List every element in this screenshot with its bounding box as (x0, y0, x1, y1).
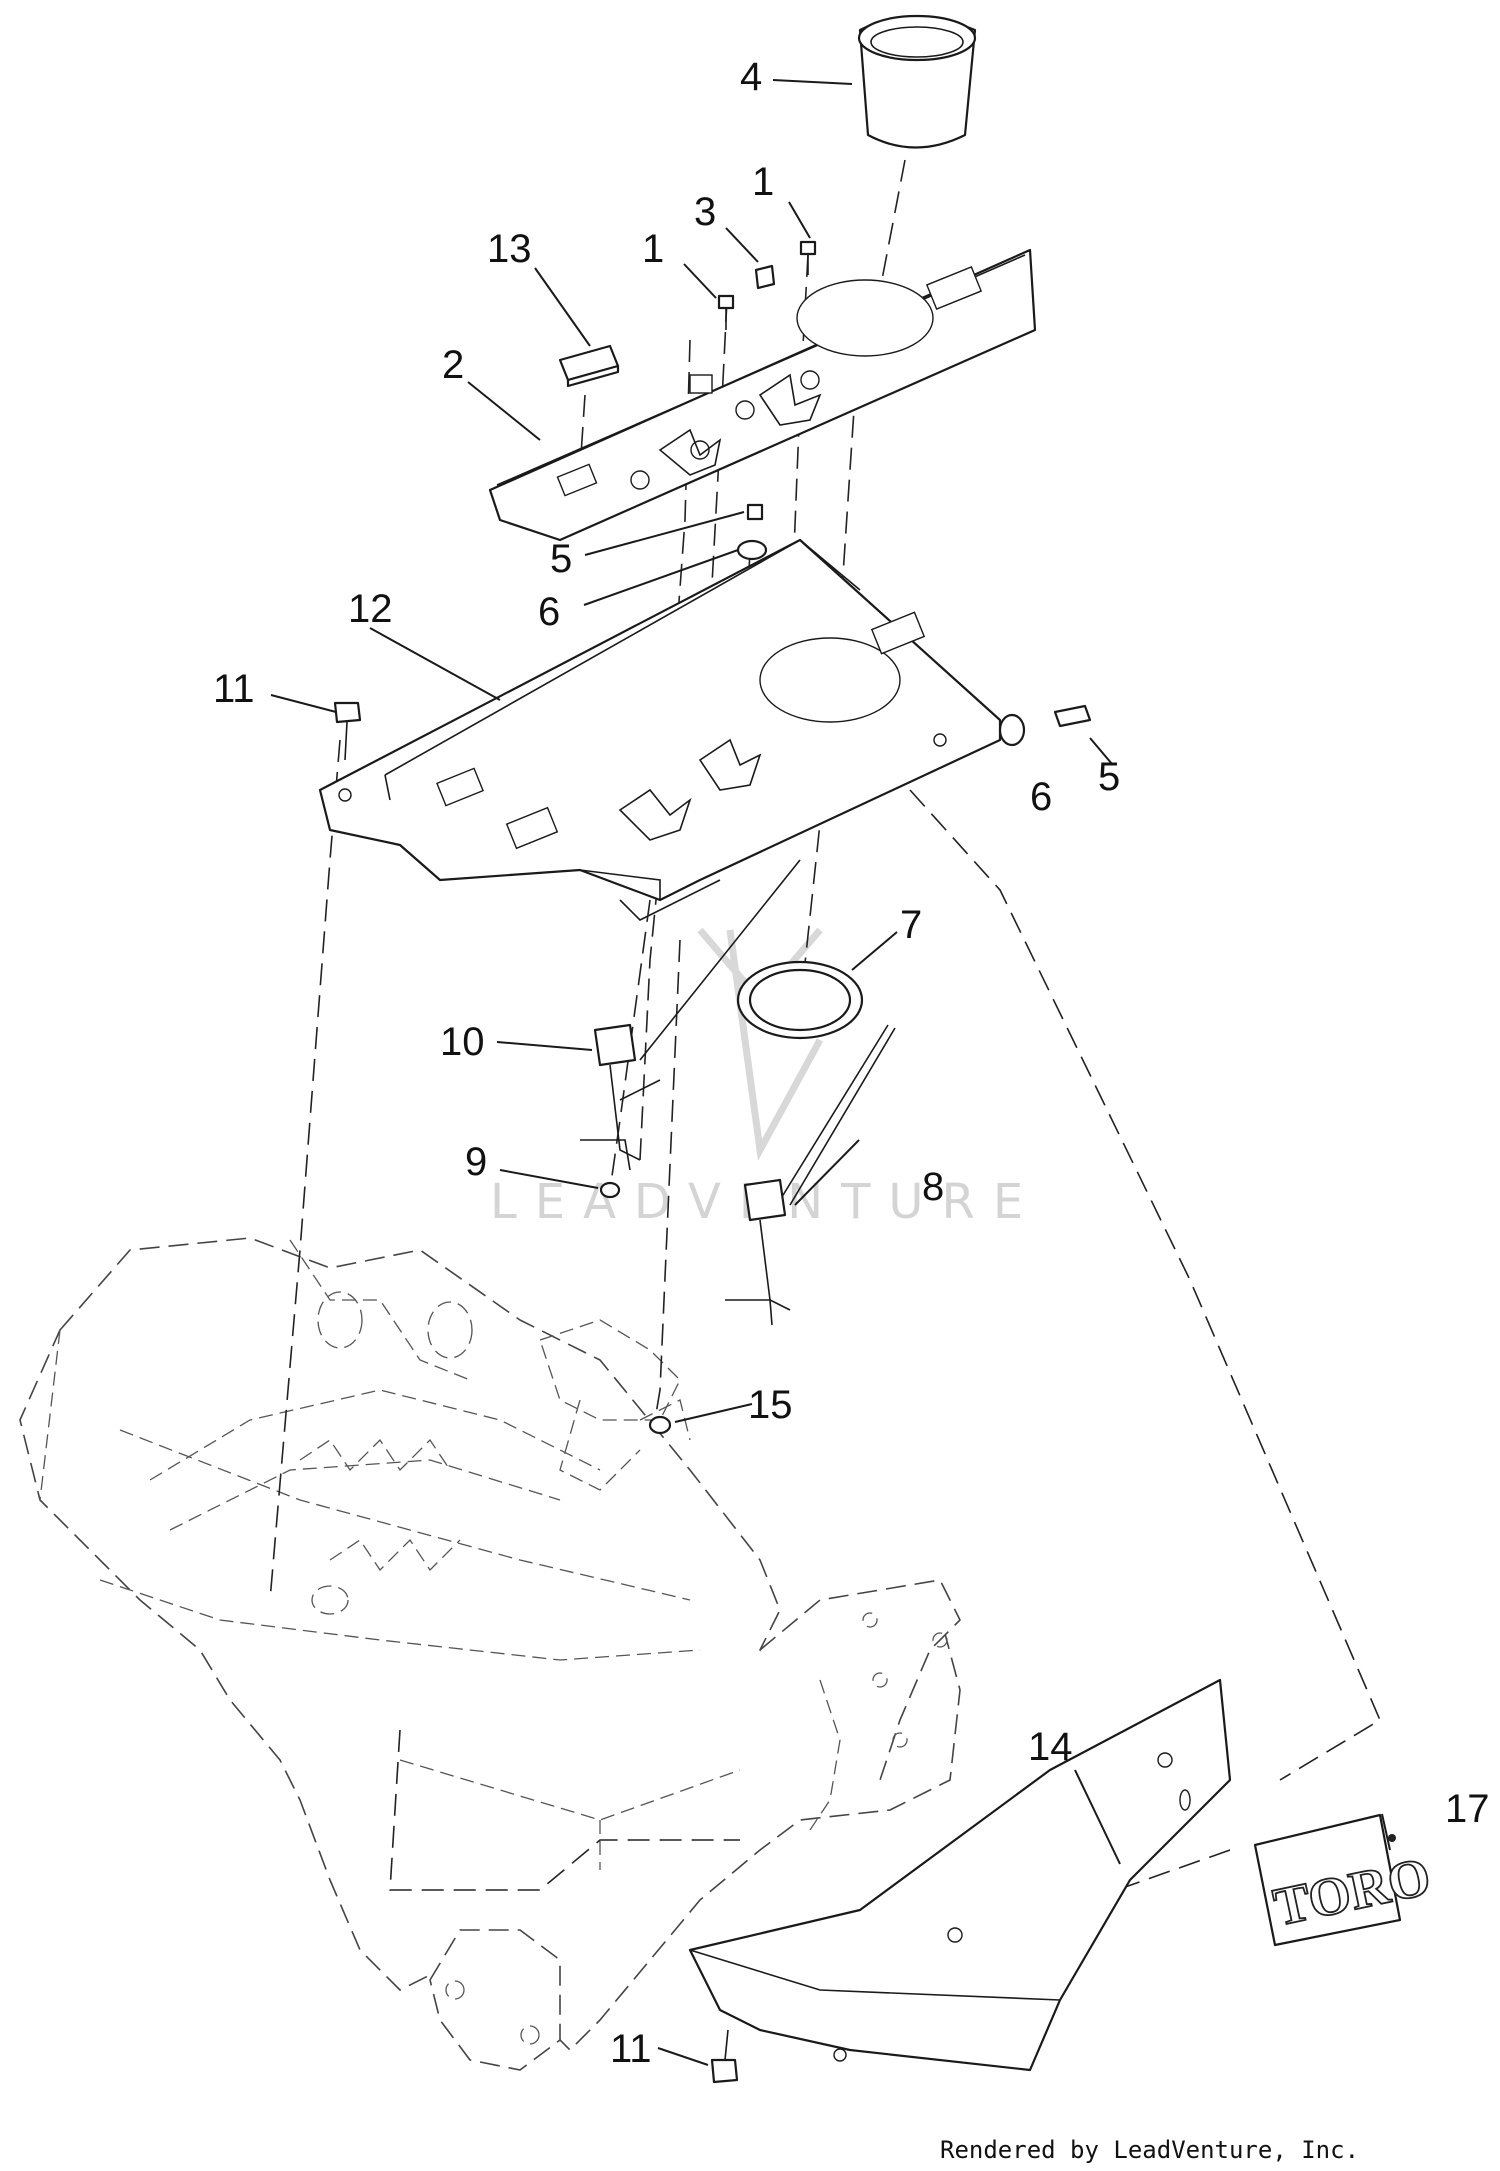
callout-leaders (270, 79, 1391, 2066)
callout-10: 10 (440, 1020, 485, 1064)
callout-12: 12 (348, 587, 393, 631)
nut-15 (648, 1415, 672, 1435)
frame-ghost (19, 1237, 961, 2071)
callout-11-bottom: 11 (610, 2027, 652, 2071)
screw-5-top (746, 503, 764, 521)
callout-9: 9 (465, 1140, 487, 1184)
switch-10 (580, 859, 801, 1171)
callout-3: 3 (694, 190, 716, 234)
callout-8: 8 (922, 1165, 944, 1209)
side-fasteners (998, 704, 1092, 747)
callout-11-top: 11 (213, 667, 255, 711)
callout-15: 15 (748, 1383, 793, 1427)
callout-1-left: 1 (642, 227, 664, 271)
assembly-lines (269, 159, 1382, 1911)
render-credit: Rendered by LeadVenture, Inc. (940, 2136, 1360, 2164)
screw-1-left (717, 294, 735, 310)
switch-plug (558, 344, 620, 388)
washer-6-side (998, 713, 1026, 747)
screw-5-side (1053, 704, 1092, 728)
screw-3 (754, 264, 776, 290)
callout-1-right: 1 (752, 160, 774, 204)
callout-17: 17 (1445, 1787, 1490, 1831)
washer-6-top (736, 539, 768, 561)
callout-7: 7 (900, 903, 922, 947)
callout-4: 4 (740, 55, 762, 99)
toro-logo-decal: TORO (1253, 1813, 1436, 1947)
callout-14: 14 (1028, 1725, 1073, 1769)
callout-2: 2 (442, 343, 464, 387)
cup-holder (857, 14, 977, 149)
callout-6-top: 6 (538, 590, 560, 634)
bolt-11-top (333, 701, 362, 761)
screw-1-right (799, 240, 817, 256)
bolt-11-bottom (710, 2029, 739, 2084)
top-fasteners (717, 240, 817, 561)
control-panel (318, 538, 1002, 921)
callout-numbers: 4 1 3 13 1 2 5 6 12 11 6 5 7 10 9 8 15 1… (213, 55, 1490, 2071)
switch-cable-8 (725, 1024, 896, 1326)
callout-5-top: 5 (550, 537, 572, 581)
callout-6-side: 6 (1030, 775, 1052, 819)
callout-5-side: 5 (1098, 755, 1120, 799)
cover-panel (688, 1678, 1232, 2072)
control-decal (488, 248, 1037, 542)
callout-13: 13 (487, 227, 532, 271)
nut-9 (599, 1181, 621, 1199)
grommet (736, 960, 864, 1040)
